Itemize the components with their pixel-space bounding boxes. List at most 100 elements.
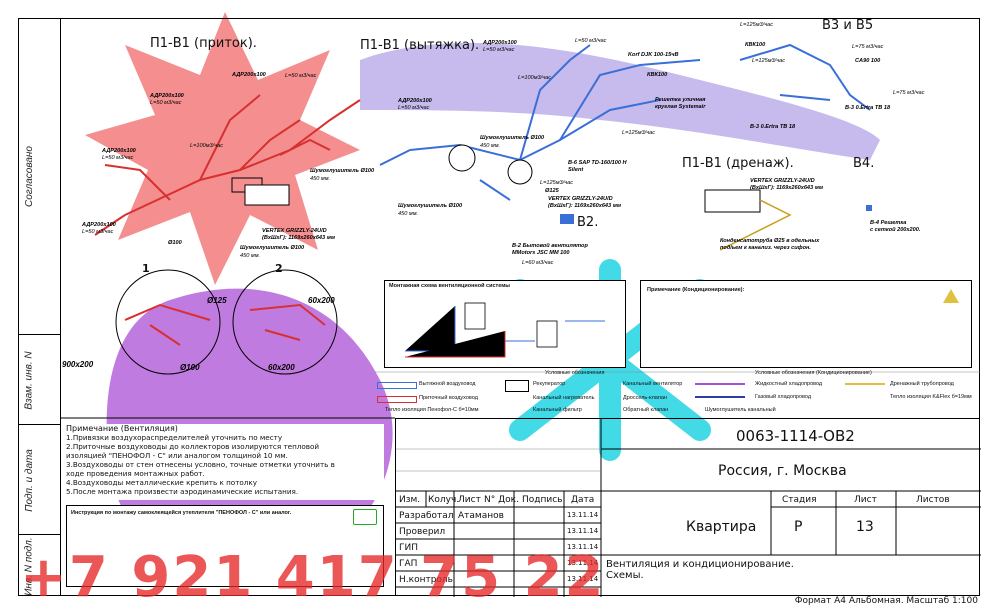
detail-1-circle <box>115 269 221 375</box>
vent-note-4: 3.Воздуховоды от стен отнесены условно, … <box>66 460 335 469</box>
legend-area: Условные обозначения Условные обозначени… <box>375 370 975 416</box>
label-muff-4: Шумоглушитель Ø100 <box>398 203 463 209</box>
legend-liquid-line <box>695 383 745 385</box>
install-icon <box>353 509 377 525</box>
exhaust-duct-main <box>409 99 661 162</box>
exhaust-duct-low <box>479 179 511 201</box>
hdr-doc: N° Док. <box>484 495 519 505</box>
label-muff-1: Шумоглушитель Ø100 <box>310 168 375 174</box>
label-vertex-2: VERTEX GRIZZLY-24U/D <box>548 196 613 202</box>
fan-b2 <box>560 214 574 224</box>
role-gip: ГИП <box>399 543 418 553</box>
vent-note-2: 2.Приточные воздуховоды до коллекторов и… <box>66 442 320 451</box>
label-l100-2: L=100м3/час <box>518 75 552 81</box>
label-adr-2: АДР200х100 <box>150 93 184 99</box>
label-vertex-1: VERTEX GRIZZLY-24U/D <box>262 228 327 234</box>
drain-line <box>719 199 792 251</box>
label-kvk-1: КВК100 <box>647 72 668 78</box>
exhaust-duct-out <box>779 94 831 101</box>
cond-note-title: Примечание (Кондиционирование): <box>647 287 745 293</box>
legend-cond-title: Условные обозначения (Кондиционирование) <box>755 370 872 376</box>
exhaust-duct-up1 <box>519 44 591 161</box>
label-vertex-dim-2: (ВхШхГ): 1169х260х643 мм <box>548 203 621 209</box>
label-korf: Korf DJK 100-15чВ <box>628 52 679 58</box>
hdr-izm: Изм. <box>399 495 421 505</box>
vent-note-5: ходе проведения монтажных работ. <box>66 469 205 478</box>
label-muff-3: Шумоглушитель Ø100 <box>480 135 545 141</box>
fan-b4 <box>866 205 872 211</box>
label-drain-note: Конденсатотруба Ø25 в одельных под/ьем к… <box>720 238 820 251</box>
legend-cond-0: Жидкостный хладопровод <box>755 381 823 387</box>
label-l50-4: L=50 м3/час <box>82 229 114 235</box>
title-block: 0063-1114-ОВ2 Россия, г. Москва Квартира… <box>395 418 981 597</box>
hdr-list: Лист <box>458 495 481 505</box>
label-adr-3: АДР200х100 <box>102 148 136 154</box>
sheet-header: Лист <box>854 495 877 505</box>
supply-duct-branch1 <box>199 94 261 181</box>
hdr-sign: Подпись <box>522 495 563 505</box>
stamp-cell-sign: Подп. и дата <box>19 424 61 534</box>
detail-1-duct <box>124 303 211 346</box>
title-p1-supply: П1-В1 (приток). <box>150 36 257 51</box>
legend-item-0: Вытяжной воздуховод <box>419 381 476 387</box>
legend-gas-line <box>695 396 745 398</box>
hdr-date: Дата <box>571 495 595 505</box>
legend-cond-4: Тепло изоляция K&Flex б=19мм <box>890 394 972 400</box>
doc-code: 0063-1114-ОВ2 <box>736 427 855 445</box>
supply-ducts <box>94 94 361 236</box>
vent-notes: Примечание (Вентиляция) 1.Привязки возду… <box>66 424 384 500</box>
vent-note-6: 4.Воздуховоды металлические крепить к по… <box>66 478 257 487</box>
role-checked: Проверил <box>399 527 446 537</box>
supply-duct-main <box>124 99 361 216</box>
label-vertex-dim-3: (ВхШхГ): 1169х260х643 мм <box>750 185 823 191</box>
recuperator-unit <box>244 184 290 206</box>
stamp-cell-replace: Взам. инв. N <box>19 334 61 424</box>
detail-2-number: 2 <box>275 262 283 275</box>
label-l50-6: L=50 м3/час <box>575 38 607 44</box>
supply-duct-branch5 <box>279 138 331 156</box>
title-p1-drain: П1-В1 (дренаж). <box>682 156 794 171</box>
vent-note-7: 5.После монтажа произвести аэродинамичес… <box>66 487 299 496</box>
exhaust-duct-b35 <box>739 43 871 111</box>
object-name: Квартира <box>686 519 757 535</box>
watermark-phone: +7 921 417 75 22 <box>20 545 606 610</box>
label-ca90: CA90 100 <box>855 58 881 64</box>
vent-notes-title: Примечание (Вентиляция) <box>66 424 178 433</box>
label-l125-2: L=125м3/час <box>540 180 574 186</box>
label-d125-1: Ø125 <box>545 188 559 194</box>
date-5: 13.11.14 <box>567 575 599 583</box>
label-vertex-dim-1: (ВхШхГ): 1169х260х643 мм <box>262 235 335 241</box>
date-1: 13.11.14 <box>567 511 599 519</box>
label-v4: В-4 Решетка с сеткой 200х200. <box>870 220 921 233</box>
exhaust-duct-up2 <box>559 59 701 141</box>
legend-item-8: Обратный клапан <box>623 407 669 413</box>
supply-duct-branch4 <box>104 164 171 201</box>
label-v3: В-3 0.Ertra TB 18 <box>845 105 891 111</box>
detail-1-d125: Ø125 <box>207 296 227 305</box>
stamp-cell-inv: Инв. N подл. <box>19 534 61 597</box>
stage-header: Стадия <box>782 495 817 505</box>
vent-note-3: изоляцией "ПЕНОФОЛ - С" или аналогом тол… <box>66 451 288 460</box>
detail-1-d100: Ø100 <box>180 363 200 372</box>
drawing-frame <box>60 18 980 596</box>
label-d100-1: Ø100 <box>168 240 182 246</box>
title-p1-exhaust: П1-В1 (вытяжка). <box>360 38 480 53</box>
vent-note-1: 1.Привязки воздухораспределителей уточни… <box>66 433 283 442</box>
cond-note-box: Примечание (Кондиционирование): <box>640 280 972 368</box>
watermark-purple-band <box>360 42 880 160</box>
label-adr-4: АДР200х100 <box>82 222 116 228</box>
supply-duct-branch2 <box>239 119 301 171</box>
install-title: Инструкция по монтажу самоклеящейся утеп… <box>71 510 292 516</box>
supply-duct-branch3 <box>94 214 126 236</box>
install-box: Инструкция по монтажу самоклеящейся утеп… <box>66 505 384 587</box>
label-v3b: В-3 0.Ertra TB 18 <box>750 124 796 130</box>
label-adr-5: АДР200х100 <box>483 40 517 46</box>
date-4: 13.11.14 <box>567 559 599 567</box>
legend-item-7: Канальный фильтр <box>533 407 582 413</box>
title-b4: В4. <box>853 156 875 171</box>
label-v2: В-2 Бытовой вентилятор MMotors JSC MM 10… <box>512 243 588 256</box>
role-developer: Разработал <box>399 511 454 521</box>
label-l50-3: L=50 м3/час <box>102 155 134 161</box>
label-adr-6: АДР200х100 <box>398 98 432 104</box>
drain-unit <box>704 189 761 213</box>
